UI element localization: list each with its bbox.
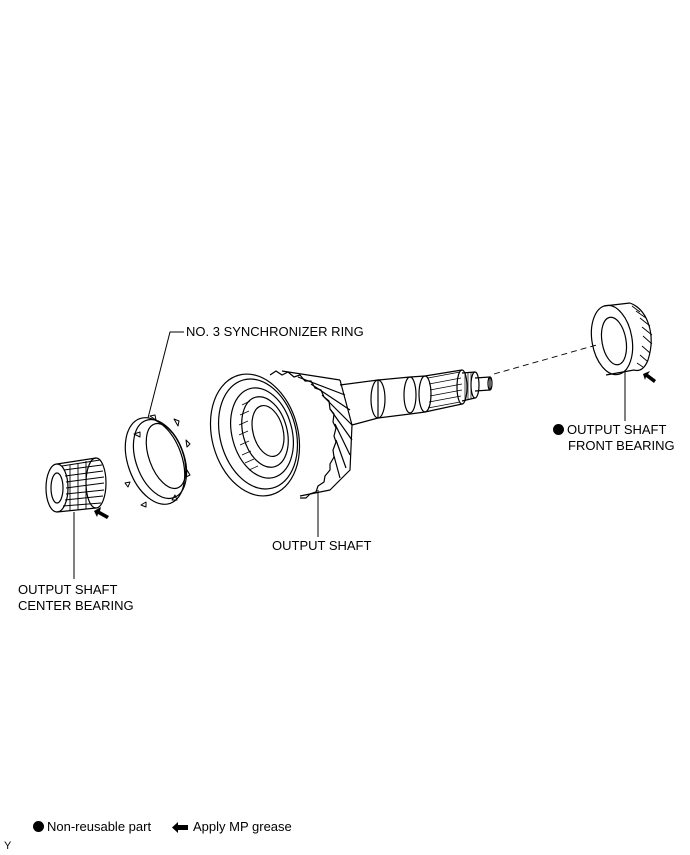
synchronizer-ring-part [124, 414, 191, 508]
front-bearing-part [590, 302, 653, 376]
non-reusable-dot-icon [553, 424, 564, 435]
label-center-bearing-line2: CENTER BEARING [18, 598, 134, 613]
output-shaft-part [209, 369, 493, 499]
center-bearing-part [45, 457, 107, 513]
grease-arrow-icon [94, 507, 109, 519]
label-front-bearing: OUTPUT SHAFT [553, 422, 666, 438]
leader-synchronizer-ring [147, 331, 184, 419]
label-center-bearing: OUTPUT SHAFT [18, 582, 118, 597]
grease-arrow-icon [643, 371, 656, 383]
label-front-bearing-line2: FRONT BEARING [568, 438, 675, 453]
label-output-shaft: OUTPUT SHAFT [272, 538, 372, 553]
grease-arrow-icon [172, 822, 188, 833]
assembly-axis-line [493, 343, 601, 375]
corner-code: Y [4, 840, 12, 852]
legend-non-reusable: Non-reusable part [33, 819, 151, 835]
leader-lines [73, 331, 626, 579]
label-synchronizer-ring: NO. 3 SYNCHRONIZER RING [186, 324, 364, 339]
legend-apply-grease: Apply MP grease [172, 819, 292, 835]
non-reusable-dot-icon [33, 821, 44, 832]
